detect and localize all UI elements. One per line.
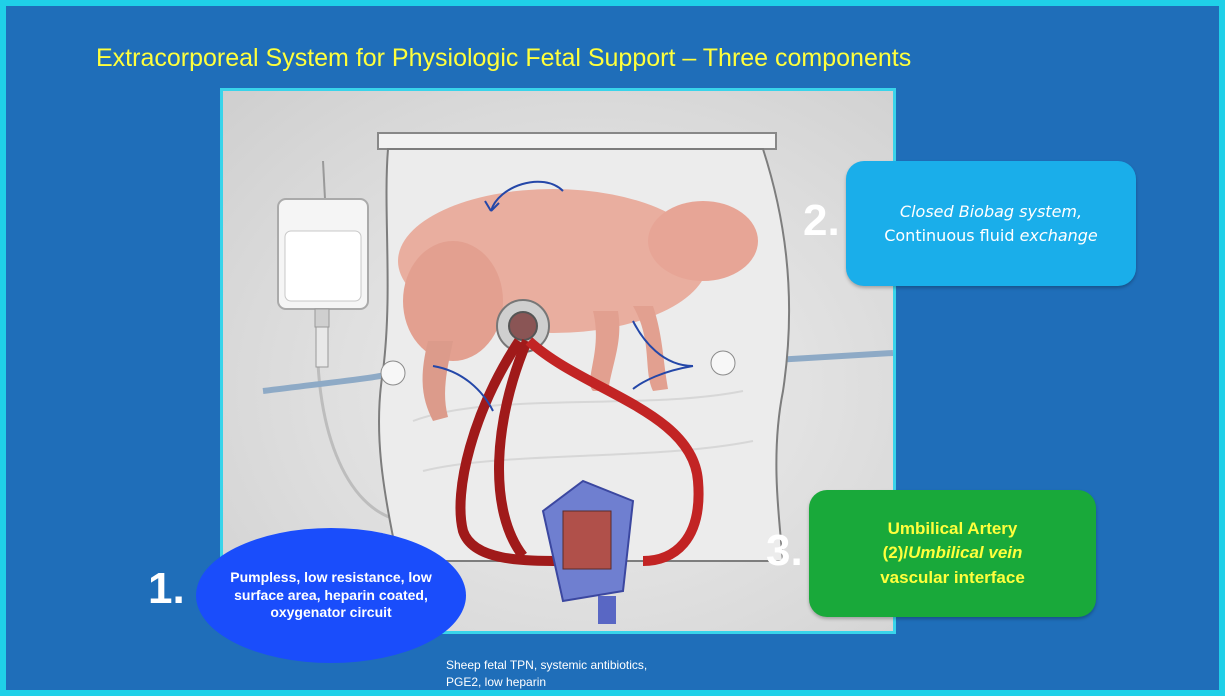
slide-title: Extracorporeal System for Physiologic Fe… <box>96 44 911 73</box>
callout-2-number: 2. <box>803 196 840 246</box>
oxygenator-icon <box>543 481 633 624</box>
callout-2-line1: Closed Biobag system, <box>884 200 1098 223</box>
callout-3-line2: (2)/Umbilical vein <box>880 541 1025 566</box>
callout-3-vascular-interface: Umbilical Artery (2)/Umbilical vein vasc… <box>809 490 1096 617</box>
callout-1-number: 1. <box>148 564 185 614</box>
callout-1-oxygenator-circuit: Pumpless, low resistance, low surface ar… <box>196 528 466 663</box>
callout-3-line1: Umbilical Artery <box>880 517 1025 542</box>
callout-3-line3: vascular interface <box>880 566 1025 591</box>
footnote-line2: PGE2, low heparin <box>446 674 706 691</box>
footnote: Sheep fetal TPN, systemic antibiotics, P… <box>446 657 706 691</box>
callout-3-number: 3. <box>766 526 803 576</box>
footnote-line1: Sheep fetal TPN, systemic antibiotics, <box>446 657 706 674</box>
iv-bag-icon <box>278 161 368 367</box>
callout-1-text: Pumpless, low resistance, low surface ar… <box>230 569 432 622</box>
callout-2-line2: Continuous fluid exchange <box>884 224 1098 247</box>
callout-2-biobag: Closed Biobag system, Continuous fluid e… <box>846 161 1136 286</box>
inflow-tube <box>263 373 393 391</box>
